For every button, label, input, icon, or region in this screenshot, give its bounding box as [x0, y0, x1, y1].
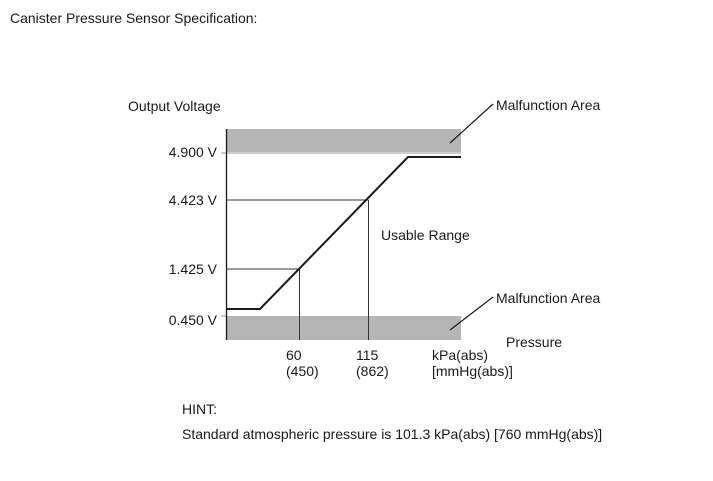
- x-tick-60-mmhg: (450): [286, 363, 319, 379]
- x-unit-kpa: kPa(abs): [432, 347, 489, 363]
- malfunction-area-bottom-label: Malfunction Area: [496, 290, 601, 306]
- x-tick-60-kpa: 60: [286, 347, 302, 363]
- page-title: Canister Pressure Sensor Specification:: [10, 10, 258, 26]
- x-tick-115-mmhg: (862): [356, 363, 389, 379]
- y-axis-title: Output Voltage: [128, 98, 221, 114]
- x-tick-115: 115 (862): [356, 347, 389, 379]
- hint-text: Standard atmospheric pressure is 101.3 k…: [182, 426, 603, 442]
- y-tick-4900: 4.900 V: [168, 144, 217, 160]
- bottom-malfunction-band: [227, 316, 461, 340]
- hint-label: HINT:: [182, 401, 217, 417]
- y-tick-4423: 4.423 V: [168, 192, 217, 208]
- x-tick-60: 60 (450): [286, 347, 319, 379]
- usable-range-label: Usable Range: [381, 227, 470, 243]
- sensor-output-curve: [226, 156, 461, 310]
- top-malfunction-band: [227, 129, 461, 152]
- top-callout-line: [449, 103, 494, 144]
- malfunction-area-top-label: Malfunction Area: [496, 97, 601, 113]
- x-axis-units: kPa(abs) [mmHg(abs)]: [432, 347, 513, 379]
- x-axis-title: Pressure: [506, 334, 563, 350]
- bottom-callout-line: [449, 296, 494, 331]
- x-tick-115-kpa: 115: [356, 347, 379, 363]
- y-tick-1425: 1.425 V: [168, 261, 217, 277]
- y-tick-0450: 0.450 V: [168, 312, 217, 328]
- x-unit-mmhg: [mmHg(abs)]: [432, 363, 513, 379]
